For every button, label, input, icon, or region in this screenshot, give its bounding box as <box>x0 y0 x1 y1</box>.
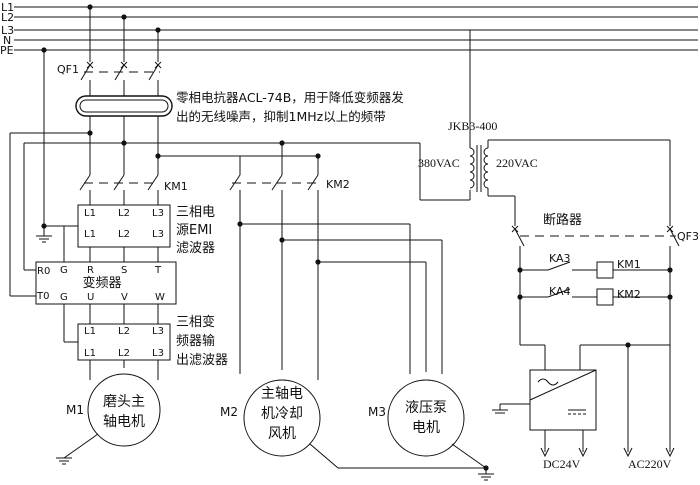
inverter-r0: R0 <box>37 266 50 277</box>
power-bus: L1 L2 L3 N PE <box>0 1 698 57</box>
inverter-t0: T0 <box>36 291 49 302</box>
inverter-r: R <box>87 265 94 276</box>
motor-m1: 磨头主 轴电机 M1 <box>56 373 161 465</box>
emi-out-l1: L1 <box>84 229 96 240</box>
inverter-t: T <box>154 265 162 276</box>
outfilter-out-l2: L2 <box>118 348 130 359</box>
qf1-breaker: QF1 <box>57 7 162 81</box>
bus-l3-label: L3 <box>1 24 14 37</box>
km1-label: KM1 <box>164 180 188 193</box>
emi-filter-label-3: 滤波器 <box>176 241 215 256</box>
m3-tag: M3 <box>368 405 386 419</box>
inverter-vfd: 变频器 R0 T0 G G R S T U V W <box>35 261 177 343</box>
m1-label-line1: 磨头主 <box>103 394 145 410</box>
m3-label-line2: 电机 <box>412 420 440 436</box>
bus-l2-label: L2 <box>1 11 14 24</box>
outfilter-in-l2: L2 <box>118 326 130 337</box>
relay-km1-label: KM1 <box>617 258 641 271</box>
inverter-w: W <box>155 292 165 303</box>
transformer-jkb3: JKB3-400 380VAC 220VAC <box>418 119 670 197</box>
inverter-s: S <box>121 265 127 276</box>
m2-tag: M2 <box>220 405 238 419</box>
outfilter-in-l3: L3 <box>152 326 164 337</box>
transformer-model-label: JKB3-400 <box>448 119 497 133</box>
km1-contactor: KM1 <box>79 174 188 206</box>
inverter-title: 变频器 <box>82 275 121 291</box>
ka3-label: KA3 <box>549 252 571 265</box>
bus-l1-label: L1 <box>1 1 14 14</box>
emi-filter: L1 L2 L3 L1 L2 L3 三相电 源EMI 滤波器 <box>36 50 215 262</box>
qf3-breaker: 断路器 QF3 <box>511 140 699 345</box>
emi-out-l2: L2 <box>118 229 130 240</box>
bus-pe-label: PE <box>0 44 14 57</box>
outfilter-in-l1: L1 <box>84 326 96 337</box>
emi-filter-label-2: 源EMI <box>176 223 212 238</box>
m1-tag: M1 <box>66 403 84 417</box>
outfilter-label-1: 三相变 <box>176 314 215 330</box>
emi-in-l2: L2 <box>118 208 130 219</box>
ac220v-label: AC220V <box>628 457 672 471</box>
emi-filter-label-1: 三相电 <box>176 205 215 220</box>
transformer-primary-label: 380VAC <box>418 156 460 170</box>
outfilter-label-3: 出滤波器 <box>176 353 228 368</box>
relay-circuit: KA3 KM1 KA4 KM2 <box>517 252 673 306</box>
m2-label-line2: 机冷却 <box>261 406 303 422</box>
km2-label: KM2 <box>326 178 350 191</box>
qf3-label: QF3 <box>677 230 699 243</box>
dc24v-label: DC24V <box>543 457 581 471</box>
motor-m2: 主轴电 机冷却 风机 M2 <box>220 379 486 469</box>
m1-label-line2: 轴电机 <box>103 414 145 430</box>
m3-label-line1: 液压泵 <box>405 400 447 416</box>
transformer-secondary-label: 220VAC <box>496 156 538 170</box>
emi-in-l1: L1 <box>84 208 96 219</box>
switching-power-supply: DC24V AC220V <box>492 342 675 471</box>
inverter-u: U <box>87 292 94 303</box>
outfilter-out-l3: L3 <box>152 348 164 359</box>
output-filter: L1 L2 L3 L1 L2 L3 三相变 频器输 出滤波器 <box>77 314 228 380</box>
branch-wiring <box>9 29 471 297</box>
breaker-label: 断路器 <box>543 212 582 228</box>
bus-n-label: N <box>3 34 11 47</box>
motor-m3: 液压泵 电机 M3 <box>368 379 494 481</box>
km2-contactor: KM2 <box>229 174 443 380</box>
outfilter-out-l1: L1 <box>84 348 96 359</box>
emi-out-l3: L3 <box>152 229 164 240</box>
relay-km2-label: KM2 <box>617 288 641 301</box>
emi-in-l3: L3 <box>152 208 164 219</box>
reactor-note-line1: 零相电抗器ACL-74B，用于降低变频器发 <box>176 90 404 105</box>
qf1-label: QF1 <box>57 63 79 76</box>
m2-label-line1: 主轴电 <box>261 386 303 402</box>
zero-phase-reactor: 零相电抗器ACL-74B，用于降低变频器发 出的无线噪声，抑制1MHz以上的频带 <box>75 80 404 124</box>
reactor-note-line2: 出的无线噪声，抑制1MHz以上的频带 <box>176 109 386 124</box>
outfilter-label-2: 频器输 <box>176 333 215 349</box>
inverter-v: V <box>121 292 128 303</box>
inverter-g-bottom: G <box>60 292 68 303</box>
m2-label-line3: 风机 <box>268 426 296 442</box>
inverter-g-top: G <box>60 265 68 276</box>
ka4-label: KA4 <box>549 285 571 298</box>
